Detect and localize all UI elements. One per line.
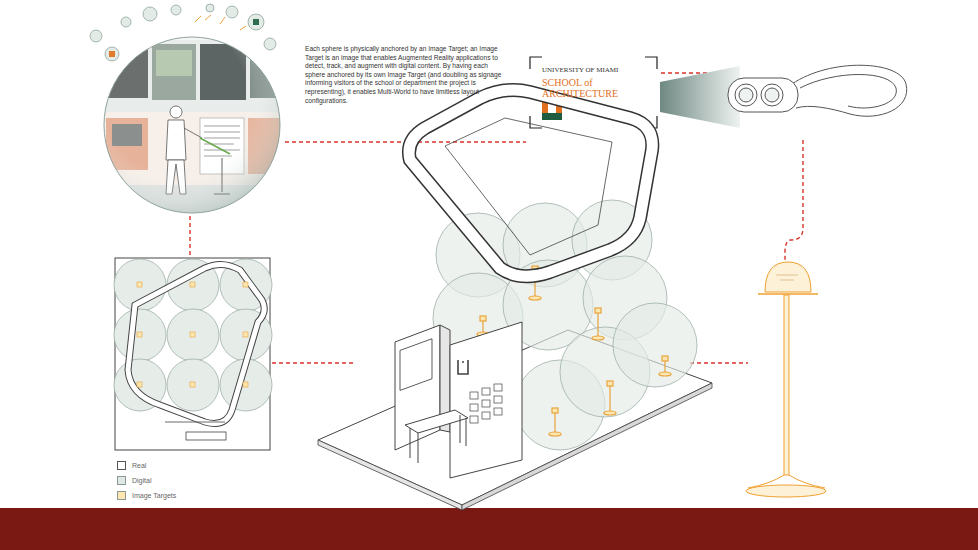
plan-view <box>114 258 272 450</box>
legend-swatch <box>117 476 126 485</box>
legend-text: Real <box>132 461 146 470</box>
logo-box: UNIVERSITY OF MIAMI SCHOOL of ARCHITECTUR… <box>530 57 657 128</box>
image-target-stand <box>746 262 826 497</box>
logo-university: UNIVERSITY OF MIAMI <box>542 66 654 75</box>
legend-swatch <box>117 461 126 470</box>
legend-text: Digital <box>132 476 151 485</box>
iso-model <box>318 90 712 510</box>
ar-headset <box>728 65 907 116</box>
logo-school: SCHOOL of ARCHITECTURE <box>542 77 638 99</box>
sphere-illustration <box>100 37 290 215</box>
footer-band <box>0 508 978 550</box>
legend-swatch <box>117 491 126 500</box>
legend-text: Image Targets <box>132 491 176 500</box>
description-note: Each sphere is physically anchored by an… <box>305 45 505 105</box>
